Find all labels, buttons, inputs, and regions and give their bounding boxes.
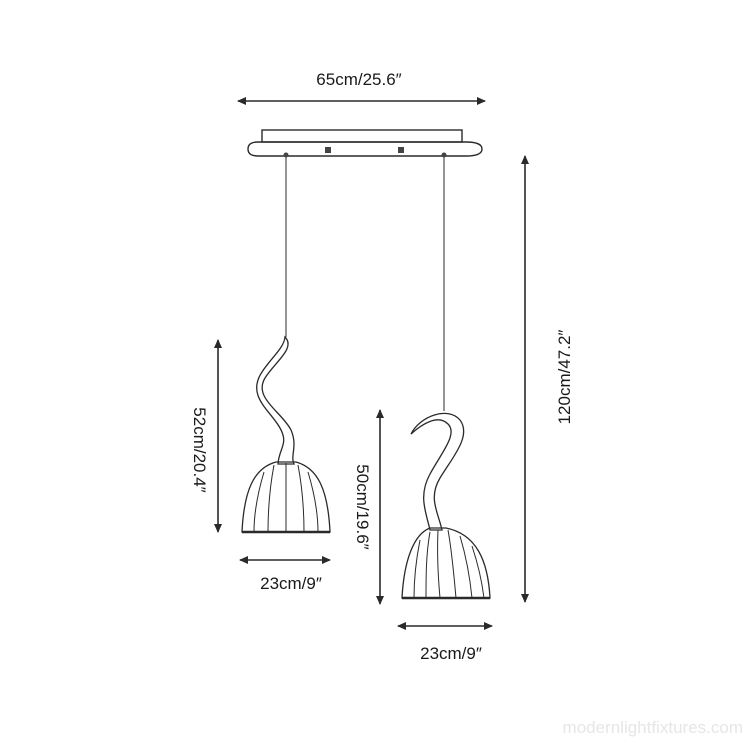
watermark-text: modernlightfixtures.com bbox=[563, 718, 743, 737]
cable-grip bbox=[441, 152, 447, 158]
canopy-width-dimension: 65cm/25.6″ bbox=[237, 70, 486, 105]
left-pendant-width-dimension: 23cm/9″ bbox=[239, 556, 331, 593]
right-shade-rib bbox=[425, 531, 431, 599]
ceiling-canopy bbox=[247, 129, 483, 158]
right-pendant-stem bbox=[410, 412, 465, 531]
left-height-label: 52cm/20.4″ bbox=[190, 407, 209, 492]
left-shade-rib bbox=[307, 471, 319, 533]
canopy-width-label: 65cm/25.6″ bbox=[316, 70, 401, 89]
total-height-label: 120cm/47.2″ bbox=[555, 330, 574, 425]
canopy-screw bbox=[325, 147, 331, 153]
cable-grip bbox=[283, 152, 289, 158]
right-shade-rib bbox=[447, 529, 457, 599]
left-pendant-stem bbox=[256, 335, 296, 465]
canopy-base-plate bbox=[247, 141, 483, 157]
left-shade-rib bbox=[267, 464, 275, 533]
left-pendant-height-dimension: 52cm/20.4″ bbox=[190, 339, 222, 533]
right-height-label: 50cm/19.6″ bbox=[353, 464, 372, 549]
right-width-label: 23cm/9″ bbox=[420, 644, 482, 663]
left-pendant-lamp bbox=[241, 335, 331, 534]
right-shade-rib bbox=[437, 529, 441, 599]
right-shade-rib bbox=[459, 535, 473, 599]
right-shade-rib bbox=[471, 545, 485, 599]
right-pendant-lamp bbox=[401, 412, 491, 600]
left-shade-rib bbox=[297, 464, 305, 533]
right-shade-rib bbox=[413, 539, 421, 599]
left-shade-rib bbox=[253, 471, 265, 533]
canopy-screw bbox=[398, 147, 404, 153]
total-height-dimension: 120cm/47.2″ bbox=[521, 155, 574, 603]
right-pendant-height-dimension: 50cm/19.6″ bbox=[353, 409, 384, 605]
left-width-label: 23cm/9″ bbox=[260, 574, 322, 593]
canopy-top-plate bbox=[261, 129, 463, 143]
right-pendant-width-dimension: 23cm/9″ bbox=[397, 622, 493, 663]
